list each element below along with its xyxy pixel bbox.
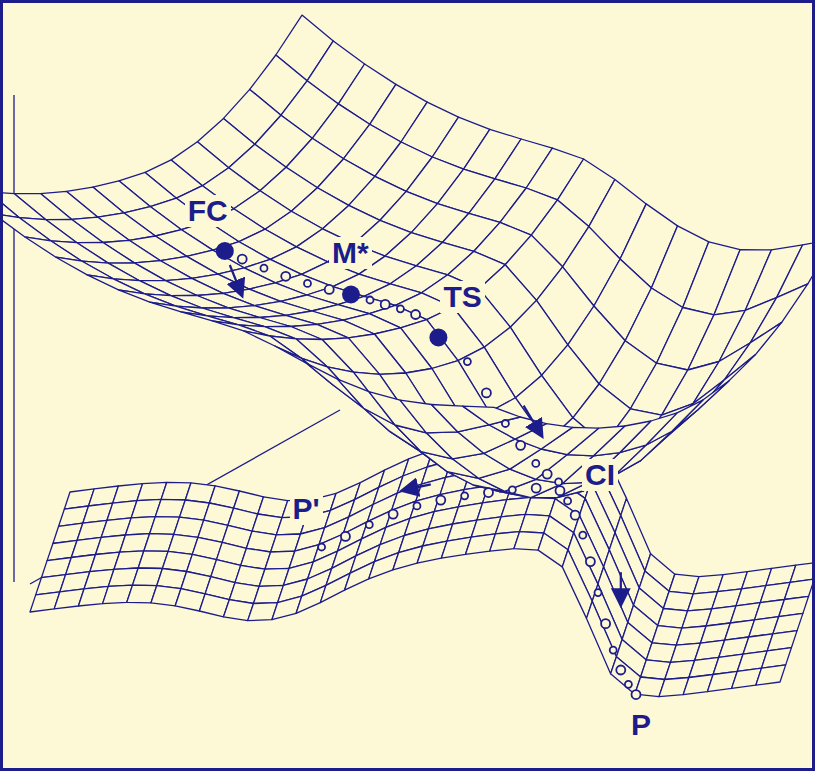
direction-arrow — [230, 265, 242, 295]
axis-line — [30, 410, 340, 584]
mesh-cell — [3, 188, 19, 218]
stationary-point — [216, 242, 234, 260]
mesh-cell — [119, 290, 176, 306]
mesh-cell — [767, 631, 797, 651]
mesh-cell — [773, 613, 803, 633]
stationary-point — [429, 328, 447, 346]
mesh-cell — [779, 596, 809, 616]
trajectory-point — [260, 265, 267, 272]
trajectory-point — [461, 492, 468, 499]
mesh-cell — [25, 237, 82, 261]
mesh-cell — [441, 537, 471, 558]
trajectory-point — [532, 460, 539, 467]
trajectory-point — [632, 690, 641, 699]
trajectory-point — [555, 478, 562, 485]
ground-state-surface — [30, 429, 812, 697]
trajectory-point — [509, 486, 516, 493]
mesh-cell — [417, 541, 447, 563]
mesh-cell — [181, 312, 238, 325]
point-label: P — [628, 709, 654, 741]
trajectory-point — [586, 557, 595, 566]
mesh-cell — [56, 257, 113, 279]
point-label: CI — [582, 459, 618, 491]
trajectory-point — [625, 681, 632, 688]
trajectory-point — [556, 486, 565, 495]
mesh-cell — [672, 380, 730, 431]
mesh-cell — [756, 665, 786, 685]
direction-arrow — [403, 484, 431, 490]
direction-arrow — [524, 406, 542, 436]
mesh-cell — [724, 322, 782, 380]
trajectory-point — [484, 488, 493, 497]
trajectory-point — [543, 470, 552, 479]
trajectory-point — [436, 496, 445, 505]
mesh-cell — [693, 343, 750, 404]
mesh-cell — [87, 275, 144, 294]
trajectory-point — [616, 666, 625, 675]
mesh-cell — [463, 406, 521, 425]
trajectory-point — [381, 300, 390, 309]
point-label: FC — [185, 195, 231, 227]
trajectory-point — [516, 441, 525, 450]
trajectory-point — [318, 543, 325, 550]
trajectory-point — [532, 484, 541, 493]
trajectory-point — [411, 310, 420, 319]
surface-group — [3, 15, 812, 697]
trajectory-point — [601, 619, 610, 628]
trajectory-point — [397, 305, 404, 312]
trajectory-point — [564, 497, 571, 504]
trajectory-point — [238, 255, 247, 264]
trajectory-point — [571, 511, 580, 520]
mesh-cell — [150, 302, 207, 316]
trajectory-point — [579, 532, 586, 539]
trajectory-point — [482, 388, 491, 397]
trajectory-point — [325, 285, 334, 294]
mesh-cell — [587, 601, 617, 674]
mesh-cell — [270, 336, 327, 367]
axis-line — [13, 95, 14, 582]
trajectory-point — [304, 280, 311, 287]
mesh-cell — [777, 239, 812, 298]
point-label: M* — [329, 237, 372, 269]
mesh-cell — [750, 284, 807, 343]
trajectory-point — [595, 589, 602, 596]
trajectory-point — [341, 532, 350, 541]
trajectory-point — [389, 510, 398, 519]
point-label: TS — [440, 281, 484, 313]
trajectory-point — [610, 647, 617, 654]
mesh-cell — [275, 346, 333, 384]
mesh-cell — [762, 648, 792, 668]
trajectory-point — [281, 272, 290, 281]
trajectory — [216, 242, 641, 699]
direction-arrow — [620, 572, 622, 604]
trajectory-point — [502, 420, 509, 427]
trajectory-point — [413, 502, 420, 509]
point-label: P' — [290, 493, 323, 525]
trajectory-point — [367, 297, 374, 304]
trajectory-point — [464, 358, 471, 365]
trajectory-point — [366, 521, 373, 528]
excited-state-surface — [3, 15, 812, 498]
stationary-point — [342, 286, 360, 304]
